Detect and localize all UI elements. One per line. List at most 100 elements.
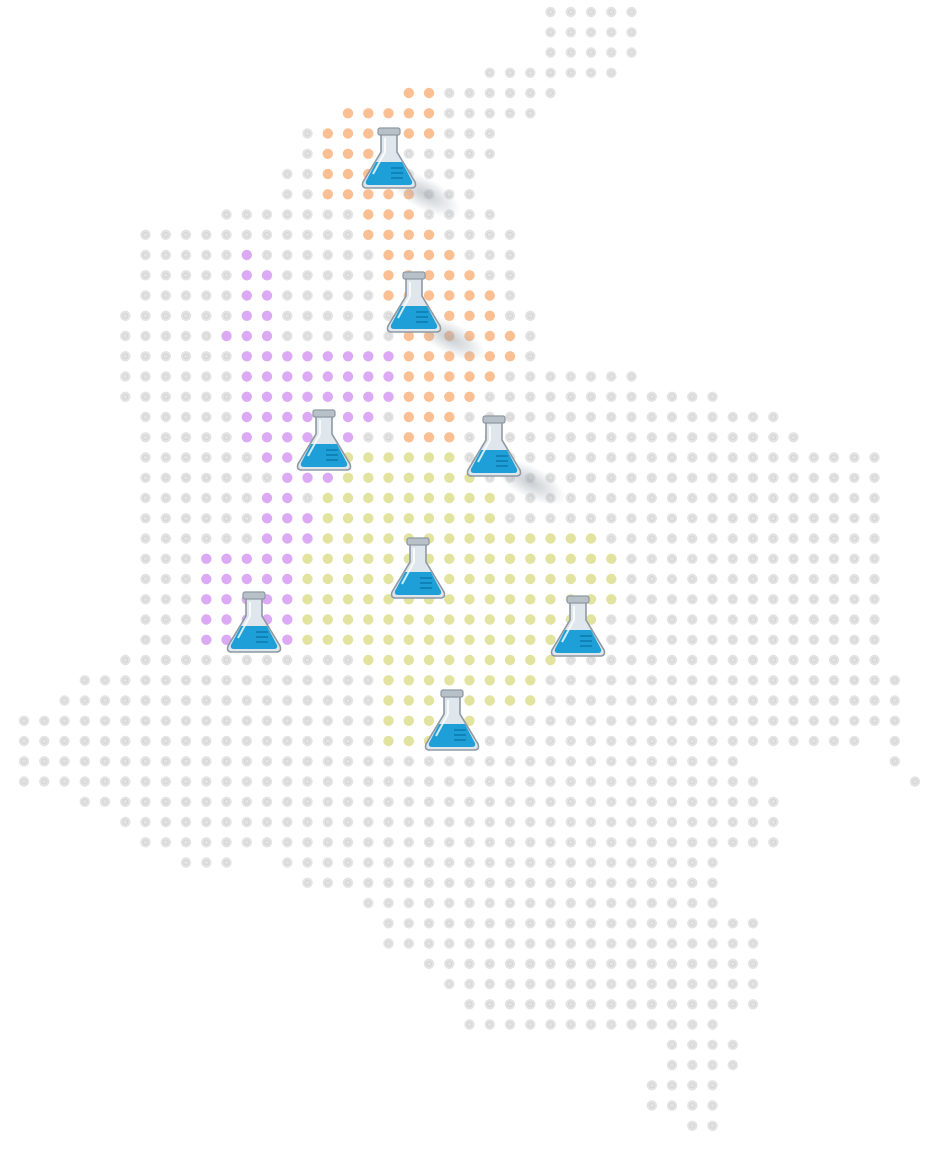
map-dot <box>626 432 637 443</box>
map-dot <box>666 1059 678 1071</box>
map-dot <box>747 634 759 645</box>
central-region-dot <box>383 715 394 726</box>
map-dot-ring <box>507 252 513 258</box>
map-dot <box>180 553 192 564</box>
map-dot-ring <box>446 920 453 927</box>
map-dot <box>160 492 171 504</box>
map-dot <box>160 533 171 544</box>
map-dot-ring <box>507 819 513 825</box>
map-dot <box>444 918 455 929</box>
map-dot <box>565 432 576 443</box>
central-region-dot <box>444 553 455 564</box>
map-dot <box>849 654 860 666</box>
map-dot <box>221 249 232 261</box>
map-dot <box>747 715 759 726</box>
map-dot <box>464 229 475 240</box>
map-dot-ring <box>648 900 655 906</box>
map-dot-ring <box>608 1001 615 1008</box>
map-dot-ring <box>831 717 837 724</box>
map-dot-ring <box>831 697 837 704</box>
map-dot <box>727 533 738 544</box>
map-dot-ring <box>142 758 149 765</box>
north-region-dot <box>322 168 333 180</box>
map-dot <box>464 168 475 180</box>
map-dot-ring <box>142 697 149 704</box>
map-dot <box>160 270 171 281</box>
map-dot-ring <box>871 535 878 542</box>
map-dot-ring <box>851 454 858 461</box>
map-dot-ring <box>709 393 716 400</box>
map-dot <box>768 675 779 686</box>
map-dot-ring <box>851 738 858 744</box>
map-dot <box>869 553 880 564</box>
map-dot <box>768 695 779 706</box>
map-dot-ring <box>223 373 230 380</box>
map-dot <box>160 695 171 706</box>
west-region-dot <box>342 391 354 402</box>
map-dot <box>525 715 536 726</box>
lab-marker[interactable] <box>550 595 606 657</box>
map-dot-ring <box>790 636 797 643</box>
map-dot-ring <box>405 839 412 846</box>
central-region-dot <box>545 594 556 605</box>
map-dot <box>606 391 617 402</box>
map-dot-ring <box>162 373 169 380</box>
central-region-dot <box>363 654 374 666</box>
west-region-dot <box>261 310 273 321</box>
map-dot-ring <box>648 940 655 947</box>
central-region-dot <box>484 634 495 645</box>
map-dot <box>140 351 151 362</box>
map-dot-ring <box>142 353 149 360</box>
lab-marker[interactable] <box>361 127 468 227</box>
map-dot <box>282 290 293 301</box>
central-region-dot <box>484 654 495 666</box>
lab-marker[interactable] <box>424 689 480 751</box>
map-dot <box>545 918 556 929</box>
map-dot <box>788 452 799 463</box>
map-dot-ring <box>304 150 311 157</box>
map-dot-ring <box>547 697 554 704</box>
map-dot-ring <box>203 677 210 684</box>
map-dot-ring <box>810 677 817 684</box>
map-dot <box>666 999 678 1010</box>
lab-marker[interactable] <box>226 591 282 653</box>
map-dot-ring <box>486 1001 493 1008</box>
lab-marker[interactable] <box>466 415 573 515</box>
map-dot <box>322 796 333 807</box>
lab-marker[interactable] <box>386 271 493 371</box>
map-dot <box>545 816 556 828</box>
west-region-dot <box>383 371 394 382</box>
map-dot-ring <box>588 454 594 461</box>
map-dot <box>747 513 759 524</box>
map-dot <box>606 857 617 868</box>
map-dot-ring <box>750 981 756 987</box>
map-dot <box>849 675 860 686</box>
map-dot-ring <box>628 1001 635 1008</box>
map-dot-ring <box>284 859 291 866</box>
map-dot <box>707 452 718 463</box>
central-region-dot <box>444 573 455 585</box>
map-dot-ring <box>142 839 149 846</box>
map-dot <box>180 371 192 382</box>
map-dot-ring <box>689 900 696 906</box>
north-region-dot <box>383 270 394 281</box>
lab-marker[interactable] <box>390 537 446 599</box>
map-dot-ring <box>142 434 149 441</box>
map-dot-ring <box>729 1041 736 1048</box>
central-region-dot <box>464 675 475 686</box>
map-dot <box>525 87 536 99</box>
map-dot-ring <box>284 778 291 785</box>
map-dot <box>423 877 435 888</box>
map-dot <box>666 654 678 666</box>
map-dot-ring <box>567 373 574 380</box>
map-dot-ring <box>628 981 635 987</box>
lab-marker[interactable] <box>296 409 352 471</box>
map-dot <box>525 877 536 888</box>
map-dot-ring <box>405 819 412 825</box>
map-dot-ring <box>750 778 756 785</box>
map-dot <box>201 391 212 402</box>
map-dot-ring <box>304 819 311 825</box>
map-dot-ring <box>729 555 736 562</box>
map-dot <box>545 776 556 787</box>
map-dot-ring <box>324 758 331 765</box>
